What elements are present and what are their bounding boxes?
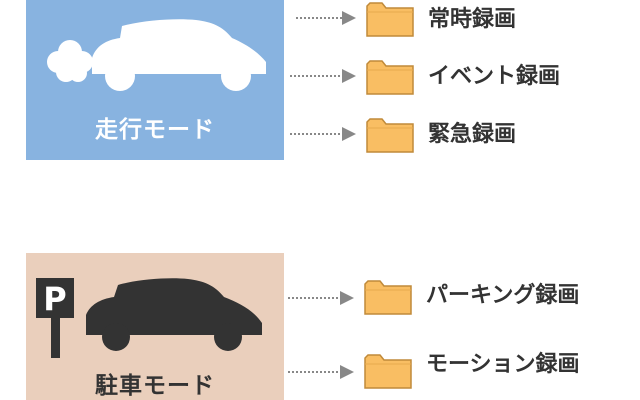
folder-icon — [366, 2, 414, 37]
folder-icon — [366, 118, 414, 153]
driving-mode-panel: 走行モード — [26, 0, 284, 160]
parking-mode-panel: P 駐車モード — [26, 253, 284, 400]
car-silhouette-white — [92, 19, 266, 74]
arrow-icon — [288, 291, 354, 305]
parking-illustration: P — [36, 278, 262, 358]
folder-icon — [366, 60, 414, 95]
recording-label-event: イベント録画 — [428, 64, 561, 89]
car-silhouette-dark — [86, 278, 262, 335]
exhaust-cloud-icon — [47, 40, 93, 82]
folder-icon — [364, 280, 412, 315]
driving-car-illustration — [47, 19, 266, 91]
arrow-icon — [290, 127, 356, 141]
driving-mode-label: 走行モード — [95, 117, 215, 143]
arrow-icon — [288, 365, 354, 379]
recording-label-continuous: 常時録画 — [428, 7, 517, 32]
arrow-icon — [296, 11, 356, 25]
parking-sign-icon: P — [36, 278, 74, 358]
parking-mode-label: 駐車モード — [95, 373, 215, 399]
recording-label-motion: モーション録画 — [426, 352, 580, 377]
recording-label-emergency: 緊急録画 — [428, 122, 517, 147]
arrow-icon — [290, 69, 356, 83]
folder-icon — [364, 354, 412, 389]
parking-sign-letter: P — [43, 280, 66, 318]
recording-label-parking: パーキング録画 — [426, 283, 580, 308]
